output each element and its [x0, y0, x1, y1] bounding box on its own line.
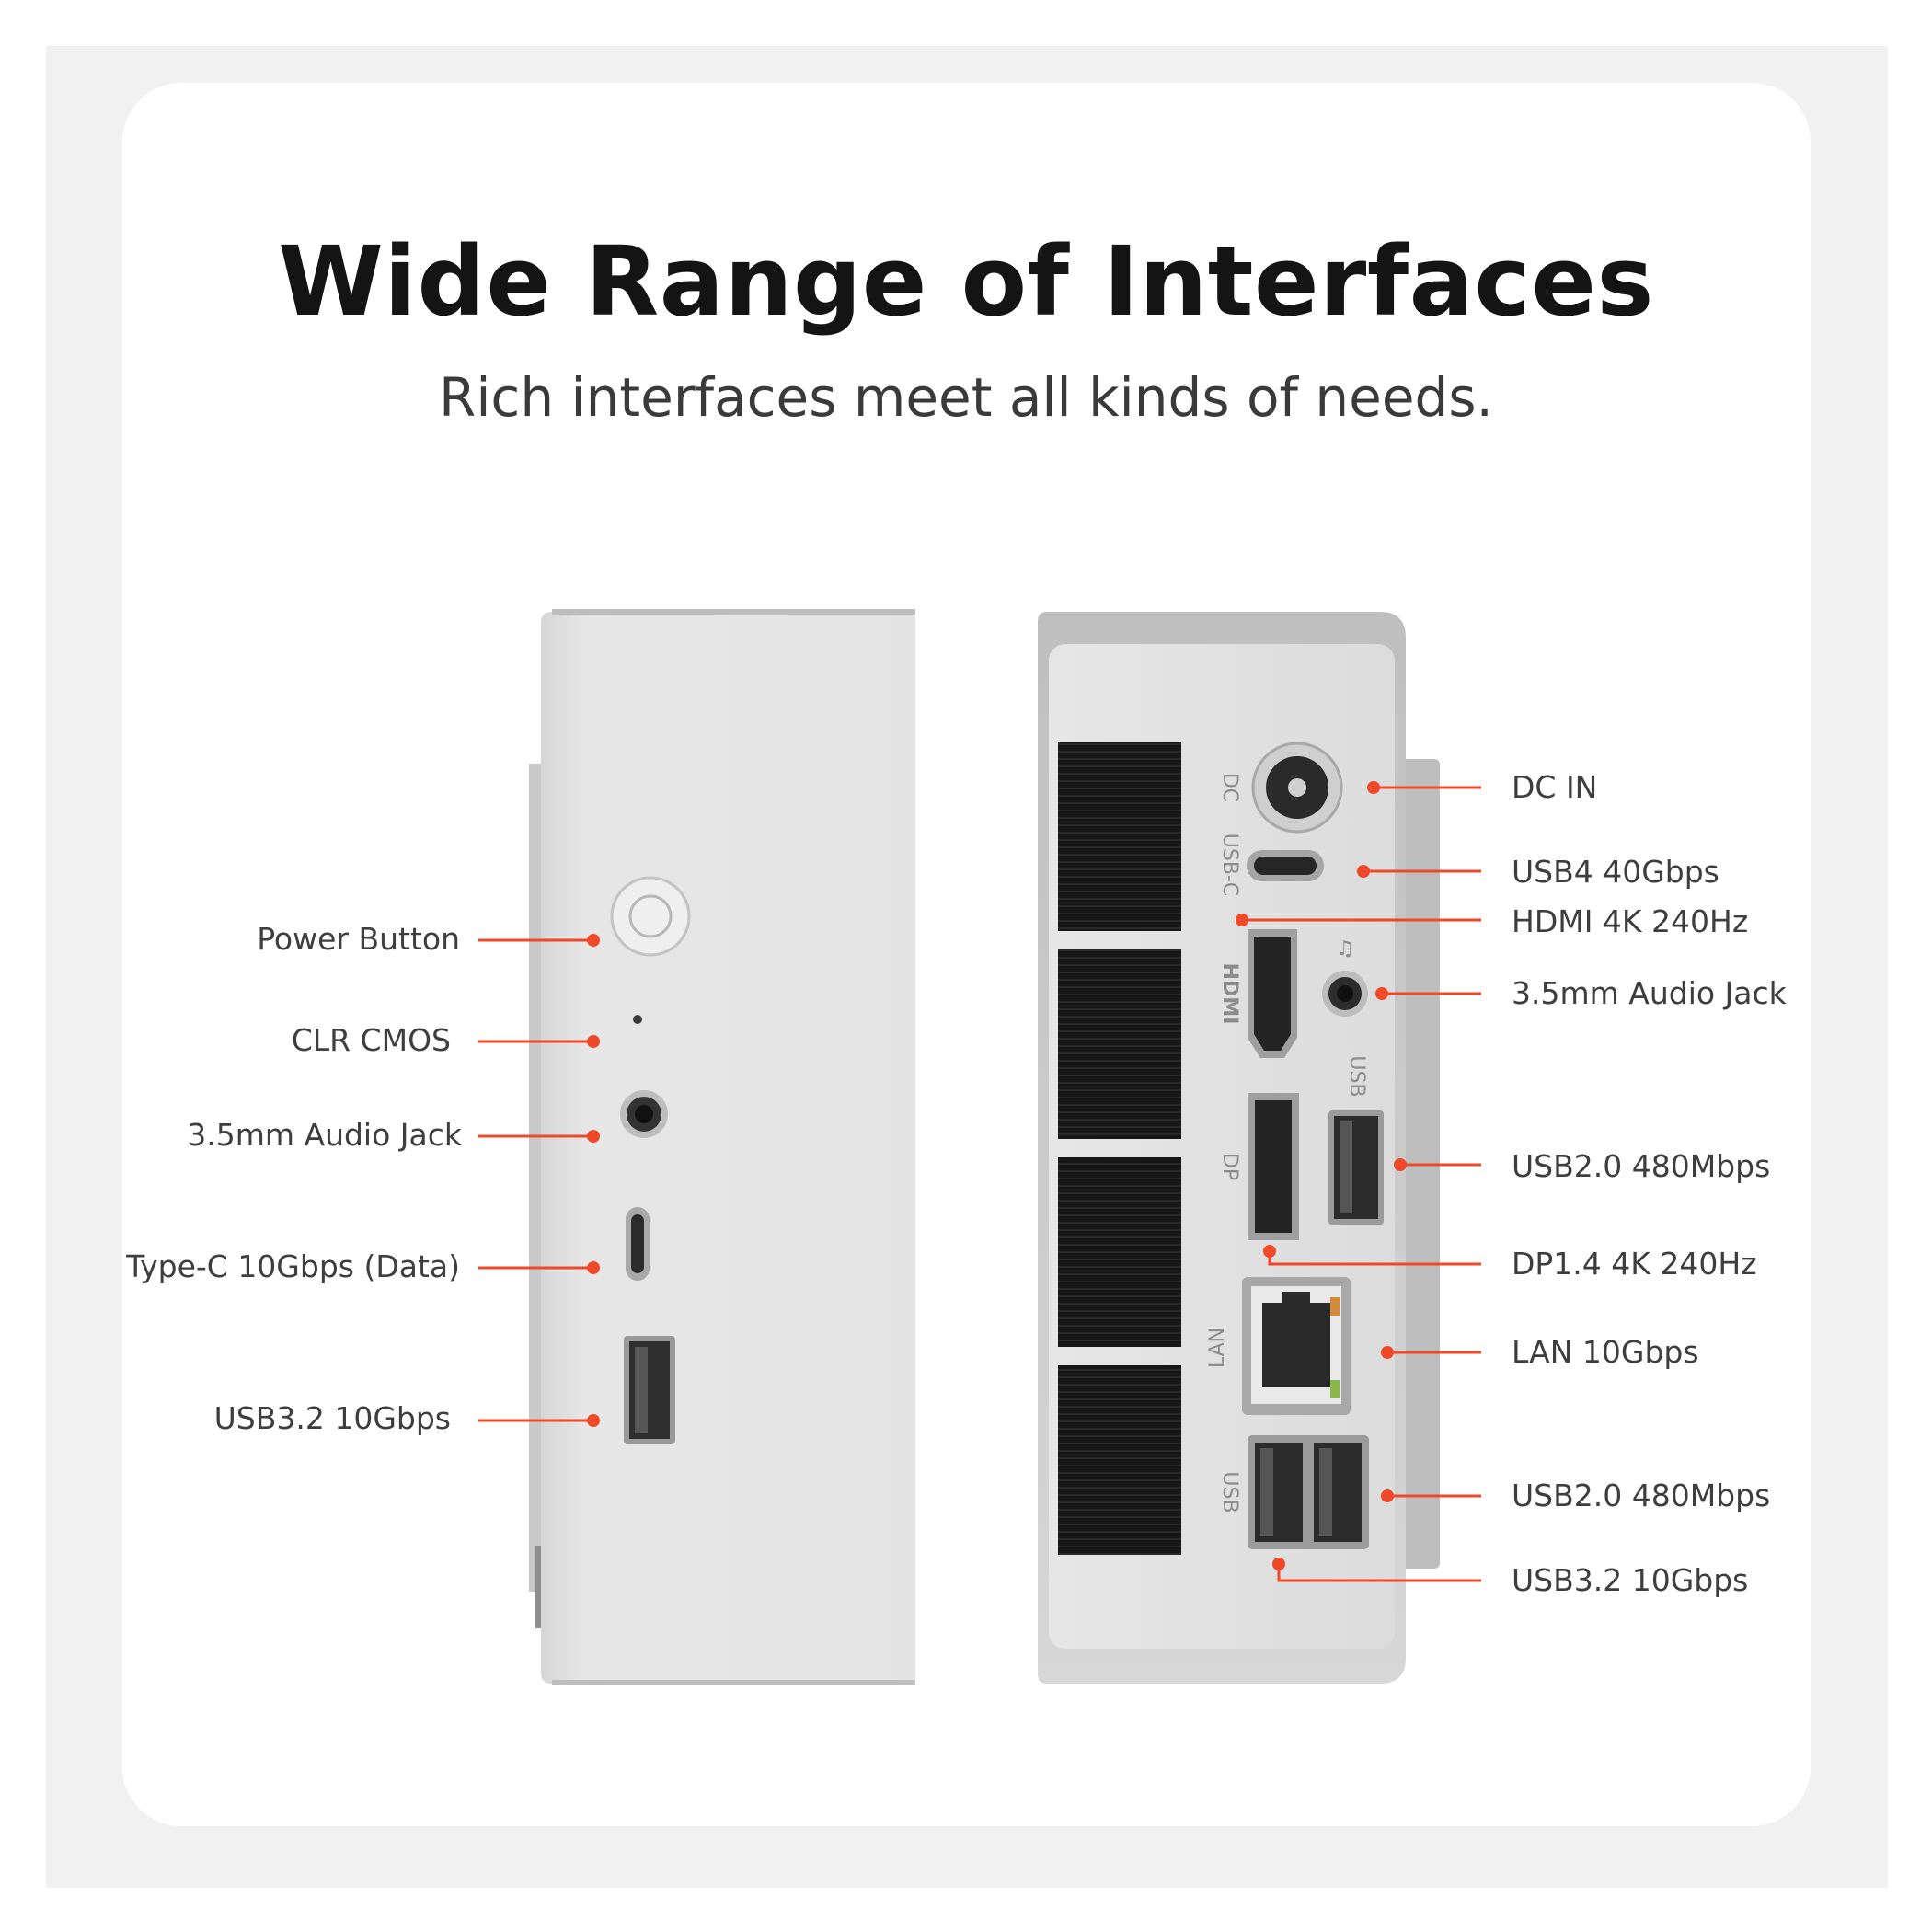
lan-port[interactable]	[1242, 1277, 1351, 1415]
label-front-audio-jack: 3.5mm Audio Jack	[187, 1117, 462, 1153]
printed-usb-bottom: USB	[1218, 1471, 1241, 1512]
vent-grille	[1058, 1157, 1181, 1347]
front-leaders	[478, 938, 593, 1422]
printed-usb-c: USB-C	[1218, 834, 1241, 896]
label-clr-cmos: CLR CMOS	[291, 1022, 451, 1058]
label-front-usb3: USB3.2 10Gbps	[213, 1400, 451, 1436]
power-button[interactable]	[610, 876, 691, 957]
label-rear-usb2-bottom: USB2.0 480Mbps	[1512, 1478, 1771, 1513]
label-hdmi: HDMI 4K 240Hz	[1512, 903, 1749, 939]
rear-usb-a-ports-dual[interactable]	[1248, 1435, 1369, 1549]
dc-in-port[interactable]	[1251, 742, 1343, 834]
headphone-icon: ♫	[1336, 937, 1354, 960]
label-usb4: USB4 40Gbps	[1512, 854, 1719, 890]
rear-usb-c-port[interactable]	[1247, 850, 1324, 881]
label-dc-in: DC IN	[1512, 769, 1598, 805]
label-power-button: Power Button	[257, 921, 460, 957]
label-rear-usb2-top: USB2.0 480Mbps	[1512, 1148, 1771, 1184]
content-card	[122, 83, 1811, 1826]
front-leader-dots	[587, 934, 600, 1427]
front-usb-a-port[interactable]	[624, 1336, 675, 1444]
vent-grille	[1058, 742, 1181, 931]
label-front-type-c: Type-C 10Gbps (Data)	[126, 1248, 460, 1284]
page-title: Wide Range of Interfaces	[278, 225, 1654, 338]
printed-usb-top: USB	[1345, 1055, 1368, 1097]
front-audio-jack[interactable]	[620, 1090, 668, 1138]
printed-dp: DP	[1218, 1153, 1241, 1180]
label-dp: DP1.4 4K 240Hz	[1512, 1246, 1757, 1282]
label-rear-audio-jack: 3.5mm Audio Jack	[1512, 975, 1787, 1011]
vent-grille	[1058, 1365, 1181, 1555]
printed-hdmi: HDMI	[1218, 963, 1241, 1025]
rear-panel: ♫ DC USB-C	[1038, 612, 1440, 1684]
front-panel	[529, 609, 915, 1685]
rear-leader-dots	[1236, 781, 1407, 1570]
page-subtitle: Rich interfaces meet all kinds of needs.	[439, 366, 1493, 429]
clr-cmos-pinhole[interactable]	[633, 1015, 642, 1024]
vent-grille	[1058, 949, 1181, 1139]
hdmi-port[interactable]	[1248, 929, 1297, 1058]
label-rear-usb3: USB3.2 10Gbps	[1512, 1562, 1749, 1598]
printed-dc: DC	[1218, 773, 1241, 802]
printed-lan: LAN	[1206, 1328, 1229, 1368]
label-lan: LAN 10Gbps	[1512, 1334, 1699, 1370]
front-type-c-port[interactable]	[626, 1207, 650, 1281]
displayport-port[interactable]	[1248, 1093, 1299, 1240]
rear-audio-jack[interactable]	[1322, 971, 1368, 1017]
rear-usb-a-port-single[interactable]	[1328, 1110, 1384, 1225]
